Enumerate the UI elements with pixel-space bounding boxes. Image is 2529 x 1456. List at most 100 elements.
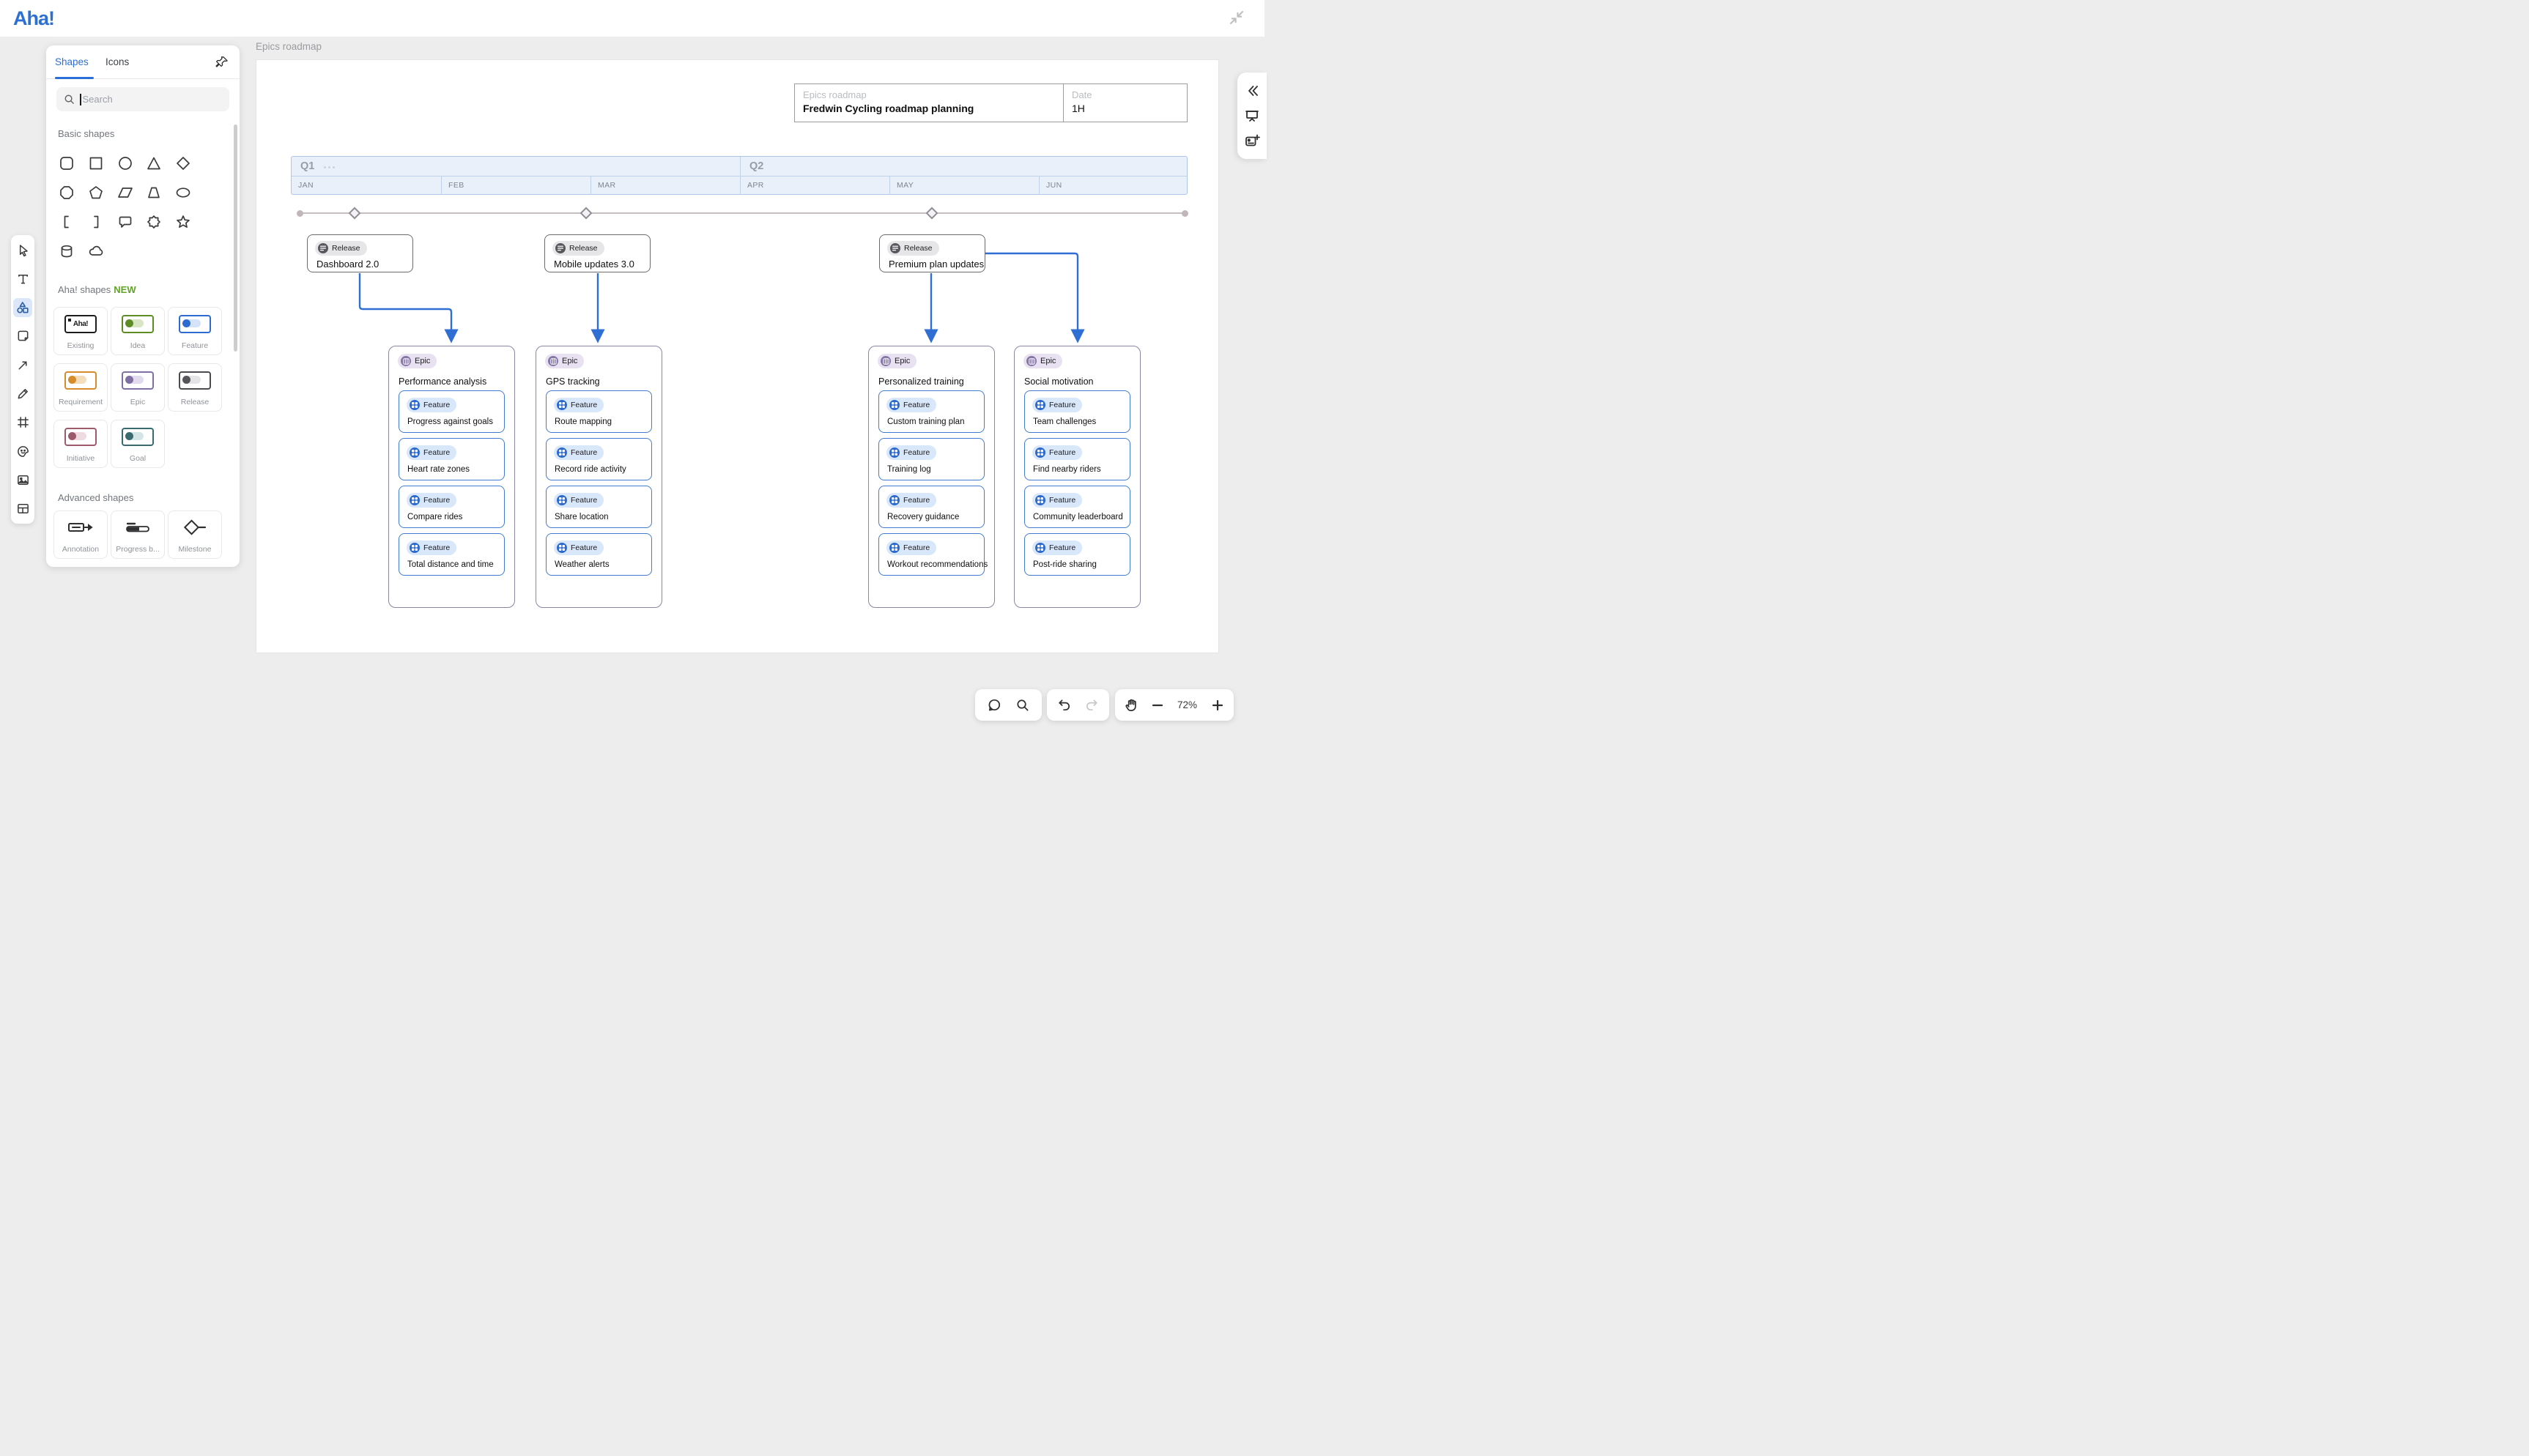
zoom-level[interactable]: 72% [1177,699,1198,710]
aha-shape-existing[interactable]: Aha! Existing [53,307,108,355]
speech-bubble-shape-icon[interactable] [114,210,137,234]
feature-card[interactable]: Feature Progress against goals [399,390,505,433]
advanced-shape-progress-bar[interactable]: Progress b... [111,510,165,559]
release-card[interactable]: Release Mobile updates 3.0 [544,234,651,272]
feature-card[interactable]: Feature Share location [546,486,652,528]
feature-icon [889,495,900,505]
feature-card[interactable]: Feature Post-ride sharing [1024,533,1130,576]
advanced-shape-annotation[interactable]: Annotation [53,510,108,559]
table-tool[interactable] [13,499,32,519]
release-title: Dashboard 2.0 [316,259,379,270]
advanced-shape-milestone[interactable]: Milestone [168,510,222,559]
whiteboard-frame[interactable]: Epics roadmap Fredwin Cycling roadmap pl… [256,59,1219,653]
redo-icon[interactable] [1084,697,1100,713]
feature-card[interactable]: Feature Community leaderboard [1024,486,1130,528]
triangle-shape-icon[interactable] [142,152,166,175]
aha-shape-goal[interactable]: Goal [111,420,165,468]
feature-card[interactable]: Feature Find nearby riders [1024,438,1130,480]
starburst-shape-icon[interactable] [142,210,166,234]
feature-card[interactable]: Feature Training log [878,438,985,480]
release-card[interactable]: Release Premium plan updates [879,234,985,272]
tab-active-underline [55,77,94,79]
whiteboard-canvas[interactable]: Shapes Icons Basic shapes [0,37,1267,728]
collapse-panel-icon[interactable] [1244,83,1260,99]
aha-shape-epic[interactable]: Epic [111,363,165,412]
search-box[interactable] [56,87,229,111]
feature-card[interactable]: Feature Team challenges [1024,390,1130,433]
image-tool[interactable] [13,471,32,490]
tab-shapes[interactable]: Shapes [55,56,89,67]
pen-tool[interactable] [13,385,32,404]
ellipse-shape-icon[interactable] [171,181,195,204]
zoom-out-icon[interactable] [1149,697,1166,713]
aha-shape-release[interactable]: Release [168,363,222,412]
month-apr: APR [740,177,889,195]
feature-card[interactable]: Feature Record ride activity [546,438,652,480]
feature-badge: Feature [554,541,604,555]
square-shape-icon[interactable] [84,152,108,175]
select-tool[interactable] [13,240,32,259]
cloud-shape-icon[interactable] [84,239,108,263]
bracket-right-shape-icon[interactable] [84,210,108,234]
feature-card[interactable]: Feature Route mapping [546,390,652,433]
frame-tool[interactable] [13,413,32,432]
timeline[interactable]: Q1 Q2 JAN FEB MAR APR MAY JUN [291,156,1188,195]
pentagon-shape-icon[interactable] [84,181,108,204]
milestone-start-dot[interactable] [297,209,303,217]
search-canvas-icon[interactable] [1015,697,1031,713]
trapezoid-shape-icon[interactable] [142,181,166,204]
tab-icons[interactable]: Icons [105,56,130,67]
pin-icon[interactable] [215,55,229,70]
add-slide-icon[interactable] [1244,133,1260,149]
milestone-diamond-2[interactable] [580,207,593,220]
search-input[interactable] [82,94,215,105]
feature-card[interactable]: Feature Compare rides [399,486,505,528]
text-tool[interactable] [13,269,32,288]
aha-shape-idea[interactable]: Idea [111,307,165,355]
present-icon[interactable] [1244,108,1260,124]
feature-card[interactable]: Feature Recovery guidance [878,486,985,528]
rounded-square-shape-icon[interactable] [55,152,78,175]
epic-card[interactable]: Epic Social motivation Feature Team chal… [1014,346,1141,608]
undo-icon[interactable] [1056,697,1073,713]
shapes-tool[interactable] [13,297,32,317]
roadmap-title-value: Fredwin Cycling roadmap planning [803,103,974,114]
roadmap-title-cell[interactable]: Epics roadmap Fredwin Cycling roadmap pl… [795,84,1064,122]
aha-shape-requirement[interactable]: Requirement [53,363,108,412]
roadmap-info-table[interactable]: Epics roadmap Fredwin Cycling roadmap pl… [794,83,1188,122]
milestone-diamond-3[interactable] [925,207,938,220]
comment-icon[interactable] [987,697,1003,713]
epic-card[interactable]: Epic Performance analysis Feature Progre… [388,346,515,608]
panel-scrollbar[interactable] [234,125,237,352]
feature-card[interactable]: Feature Total distance and time [399,533,505,576]
pan-hand-icon[interactable] [1124,697,1140,713]
milestone-line[interactable] [300,212,1188,215]
feature-card[interactable]: Feature Custom training plan [878,390,985,433]
roadmap-date-cell[interactable]: Date 1H [1064,84,1187,122]
release-card[interactable]: Release Dashboard 2.0 [307,234,413,272]
frame-title[interactable]: Epics roadmap [256,41,322,52]
collapse-arrows-icon[interactable] [1228,9,1245,26]
aha-shape-feature[interactable]: Feature [168,307,222,355]
epic-card[interactable]: Epic GPS tracking Feature Route mapping … [536,346,662,608]
parallelogram-shape-icon[interactable] [114,181,137,204]
connector-tool[interactable] [13,355,32,374]
feature-title: Community leaderboard [1033,513,1123,521]
diamond-shape-icon[interactable] [171,152,195,175]
feature-card[interactable]: Feature Weather alerts [546,533,652,576]
circle-shape-icon[interactable] [114,152,137,175]
feature-card[interactable]: Feature Heart rate zones [399,438,505,480]
bracket-left-shape-icon[interactable] [55,210,78,234]
sticker-tool[interactable] [13,442,32,461]
epic-card[interactable]: Epic Personalized training Feature Custo… [868,346,995,608]
feature-card[interactable]: Feature Workout recommendations [878,533,988,576]
aha-shape-initiative[interactable]: Initiative [53,420,108,468]
milestone-diamond-1[interactable] [348,207,361,220]
sticky-note-tool[interactable] [13,327,32,346]
octagon-shape-icon[interactable] [55,181,78,204]
zoom-in-icon[interactable] [1210,697,1226,713]
star-shape-icon[interactable] [171,210,195,234]
feature-title: Training log [887,465,931,474]
milestone-end-dot[interactable] [1182,209,1188,217]
cylinder-shape-icon[interactable] [55,239,78,263]
